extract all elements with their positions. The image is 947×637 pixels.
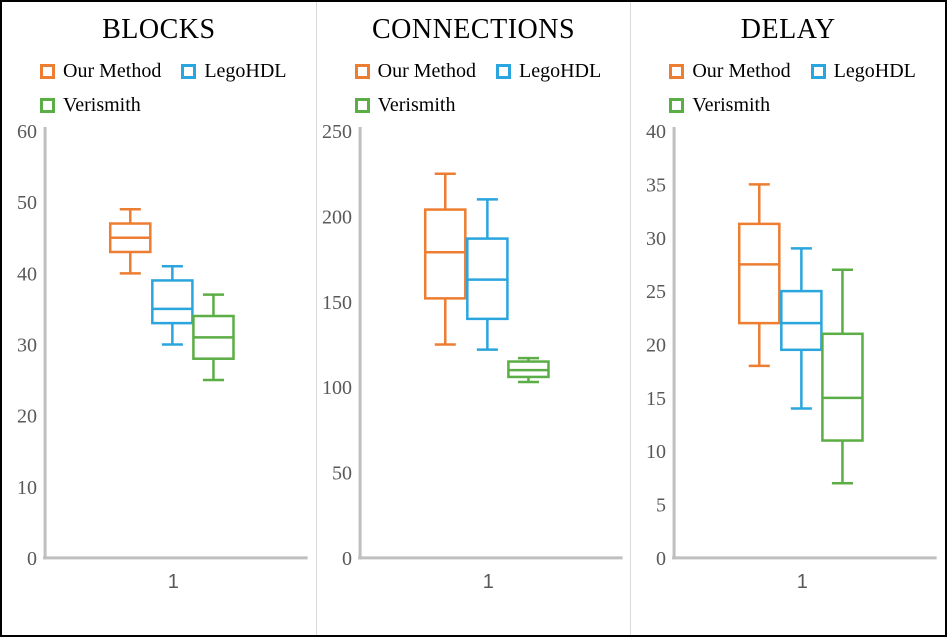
box-our-method [108, 208, 152, 275]
connections-boxplot-canvas: 0 50 100 150 200 250 1 [322, 121, 623, 593]
verismith-swatch-icon [669, 98, 685, 113]
y-tick-label: 50 [17, 192, 37, 214]
y-tick-label: 0 [27, 548, 37, 570]
y-tick-label: 150 [322, 292, 352, 314]
legend-label-legohdl: LegoHDL [204, 60, 287, 82]
our-method-swatch-icon [354, 64, 370, 79]
y-tick-label: 20 [646, 334, 666, 356]
chart-title-connections: CONNECTIONS [371, 14, 576, 45]
legend-row: Our Method LegoHDL [40, 60, 316, 83]
legohdl-swatch-icon [496, 64, 511, 79]
legend-item-verismith: Verismith [669, 94, 770, 117]
y-tick-label: 0 [342, 548, 352, 570]
legend-label-verismith: Verismith [63, 94, 141, 116]
box-legohdl [465, 198, 509, 351]
iqr-box [821, 332, 865, 442]
y-tick-label: 200 [322, 206, 352, 228]
box-legohdl [780, 247, 824, 410]
legend-row: Our Method LegoHDL [354, 60, 631, 83]
legend-label-our-method: Our Method [692, 60, 791, 82]
box-legohdl [151, 264, 194, 346]
y-tick-label: 250 [322, 121, 352, 143]
y-tick-label: 40 [17, 263, 37, 285]
legohdl-swatch-icon [181, 64, 197, 79]
legend-label-legohdl: LegoHDL [833, 60, 916, 82]
legend-item-our-method: Our Method [354, 60, 476, 83]
y-tick-label: 60 [17, 121, 37, 143]
legend-delay: Our Method LegoHDL Verismith [669, 60, 945, 117]
legend-blocks: Our Method LegoHDL Verismith [40, 60, 316, 117]
y-tick-label: 35 [646, 174, 666, 196]
legend-row: Our Method LegoHDL [669, 60, 945, 83]
iqr-box [780, 289, 824, 352]
y-tick-label: 5 [656, 495, 666, 517]
panel-blocks: BLOCKS Our Method LegoHDL Verismith 0 10 2… [2, 2, 316, 635]
x-tick-label: 1 [797, 571, 808, 593]
box-verismith [506, 356, 550, 384]
legend-item-our-method: Our Method [669, 60, 791, 83]
panel-delay: DELAY Our Method LegoHDL Verismith 0 5 10 1… [630, 2, 945, 635]
y-tick-label: 15 [646, 388, 666, 410]
y-tick-label: 30 [17, 334, 37, 356]
x-tick-label: 1 [168, 571, 179, 593]
box-our-method [738, 183, 781, 368]
iqr-box [738, 222, 781, 325]
legend-item-verismith: Verismith [354, 94, 456, 117]
iqr-box [423, 208, 467, 300]
panel-connections: CONNECTIONS Our Method LegoHDL Verismith [315, 2, 631, 635]
verismith-swatch-icon [40, 98, 55, 113]
chart-title-blocks: BLOCKS [102, 14, 216, 45]
legend-item-legohdl: LegoHDL [181, 60, 287, 83]
our-method-swatch-icon [669, 64, 685, 79]
y-tick-label: 20 [17, 406, 37, 428]
blocks-boxplot-canvas: 0 10 20 30 40 50 60 1 [17, 121, 308, 593]
y-tick-label: 40 [646, 121, 666, 143]
y-tick-label: 30 [646, 228, 666, 250]
y-tick-label: 50 [332, 463, 352, 485]
legend-label-verismith: Verismith [692, 94, 771, 116]
y-tick-label: 10 [17, 477, 37, 499]
legend-item-our-method: Our Method [40, 60, 161, 83]
y-tick-label: 10 [646, 441, 666, 463]
legend-item-legohdl: LegoHDL [496, 60, 601, 83]
legend-row: Verismith [669, 94, 945, 117]
y-tick-label: 25 [646, 281, 666, 303]
legend-row: Verismith [354, 94, 631, 117]
legend-label-our-method: Our Method [63, 60, 162, 82]
delay-boxplot-canvas: 0 5 10 15 20 25 30 35 40 1 [646, 121, 937, 593]
y-tick-label: 100 [322, 377, 352, 399]
box-our-method [423, 172, 467, 346]
iqr-box [151, 279, 194, 325]
x-tick-label: 1 [482, 571, 493, 593]
legend-label-our-method: Our Method [377, 60, 476, 82]
chart-title-delay: DELAY [740, 14, 836, 45]
y-tick-label: 0 [656, 548, 666, 570]
legend-row: Verismith [40, 94, 316, 117]
legend-item-legohdl: LegoHDL [810, 60, 916, 83]
legend-connections: Our Method LegoHDL Verismith [354, 60, 631, 117]
legend-item-verismith: Verismith [40, 94, 141, 117]
box-verismith [821, 268, 865, 485]
legohdl-swatch-icon [810, 64, 826, 79]
legend-label-verismith: Verismith [377, 94, 456, 116]
our-method-swatch-icon [40, 64, 55, 79]
box-verismith [192, 293, 235, 382]
verismith-swatch-icon [354, 98, 370, 113]
legend-label-legohdl: LegoHDL [519, 60, 602, 82]
